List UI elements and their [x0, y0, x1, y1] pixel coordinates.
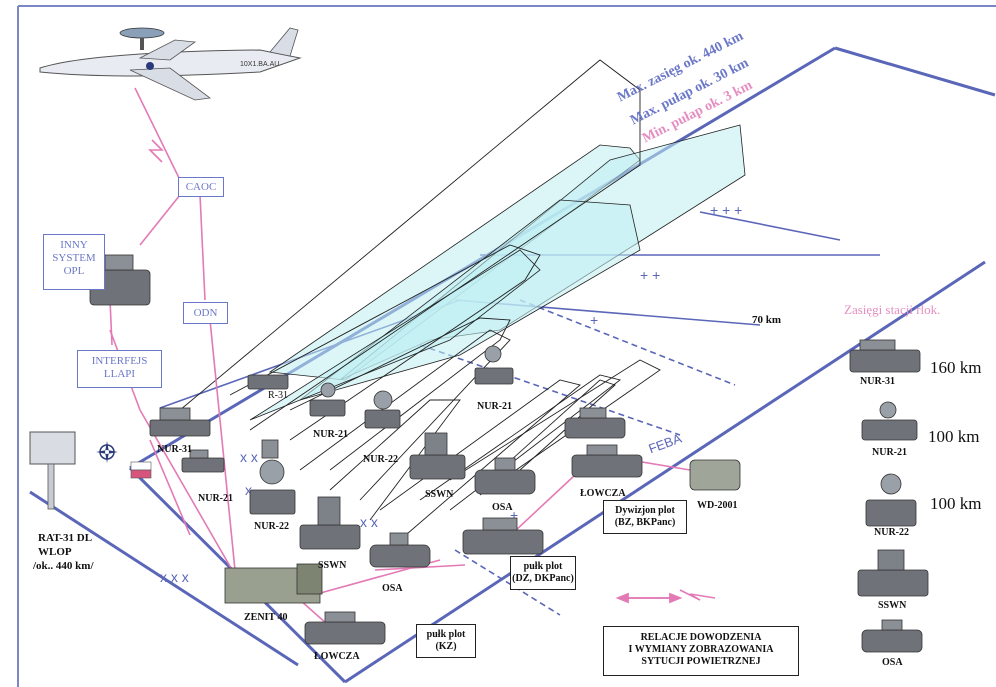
caoc-label: CAOC [186, 181, 217, 193]
legend-name-nur22: NUR-22 [874, 527, 909, 538]
pulk-low-title: pułk plot [417, 629, 475, 641]
vehicle-pulk-mid [463, 518, 543, 554]
legend-name-osa: OSA [882, 657, 903, 668]
legend-link-sample [618, 594, 680, 602]
dywizjon-title: Dywizjon plot [604, 505, 686, 517]
svg-text:+ + +: + + + [710, 202, 742, 218]
vehicle-dywizjon [565, 408, 625, 438]
legend-range-nur21: 100 km [928, 427, 979, 447]
interface-label: INTERFEJS LLAPI [92, 355, 148, 380]
relations-line1: RELACJE DOWODZENIA [604, 632, 798, 644]
relations-line2: I WYMIANY ZOBRAZOWANIA [604, 644, 798, 656]
pulk-mid-box: pułk plot (DZ, DKPanc) [510, 556, 576, 590]
label-nur31: NUR-31 [157, 444, 192, 455]
other-system-node: INNY SYSTEM OPL [43, 234, 105, 290]
legend-name-sswn: SSWN [878, 600, 906, 611]
label-lowcza-low: ŁOWCZA [314, 651, 360, 662]
radar-station-line1: RAT-31 DL [38, 532, 92, 544]
pulk-mid-title: pułk plot [511, 561, 575, 573]
vehicle-r31 [248, 375, 288, 389]
label-wd2001: WD-2001 [697, 500, 738, 511]
pulk-mid-sub: (DZ, DKPanc) [511, 573, 575, 585]
label-sswn-mid: SSWN [425, 489, 453, 500]
odn-label: ODN [194, 307, 218, 319]
label-sswn-low: SSWN [318, 560, 346, 571]
vehicle-nur31 [150, 408, 210, 436]
pulk-low-sub: (KZ) [417, 641, 475, 653]
label-lowcza-mid: ŁOWCZA [580, 488, 626, 499]
legend-range-nur31: 160 km [930, 358, 981, 378]
ranges-legend-title: Zasięgi stacji rlok. [844, 302, 940, 318]
vehicle-lowcza-low [305, 612, 385, 644]
legend-range-nur22: 100 km [930, 494, 981, 514]
dywizjon-box: Dywizjon plot (BZ, BKPanc) [603, 500, 687, 534]
label-osa-low: OSA [382, 583, 403, 594]
vehicle-sswn-mid [410, 433, 465, 479]
vehicle-nur22-tower [262, 440, 278, 458]
svg-text:x x: x x [360, 514, 378, 530]
caoc-node: CAOC [178, 177, 224, 197]
odn-node: ODN [183, 302, 228, 324]
interface-node: INTERFEJS LLAPI [77, 350, 162, 388]
compass-rose-icon [96, 441, 118, 463]
other-system-label: INNY SYSTEM OPL [52, 239, 95, 277]
svg-text:+: + [590, 312, 598, 328]
svg-text:x x: x x [240, 449, 258, 465]
vehicle-osa-low [370, 533, 430, 567]
label-nur21-mid: NUR-21 [313, 429, 348, 440]
vehicle-wd2001 [690, 460, 740, 490]
label-nur22-mid: NUR-22 [363, 454, 398, 465]
vehicle-nur21-top [475, 346, 513, 384]
legend-name-nur31: NUR-31 [860, 376, 895, 387]
relations-legend-box: RELACJE DOWODZENIA I WYMIANY ZOBRAZOWANI… [603, 626, 799, 676]
vehicle-sswn-low [300, 497, 360, 549]
label-nur21-top: NUR-21 [477, 401, 512, 412]
poland-flag-icon [131, 462, 151, 478]
label-r31: R-31 [268, 390, 288, 401]
label-zenit: ZENIT 40 [244, 612, 287, 623]
label-nur22-low: NUR-22 [254, 521, 289, 532]
legend-name-nur21: NUR-21 [872, 447, 907, 458]
distance-marker: 70 km [752, 314, 781, 326]
vehicle-lowcza-mid [572, 445, 642, 477]
svg-text:+ +: + + [640, 267, 660, 283]
svg-text:x x x: x x x [160, 569, 189, 585]
aircraft-tail-number: 10X1.BA.AU [240, 61, 279, 68]
label-nur21-left: NUR-21 [198, 493, 233, 504]
vehicle-nur22-low [250, 460, 295, 514]
radar-station-line2: WLOP [38, 546, 72, 558]
relations-line3: SYTUCJI POWIETRZNEJ [604, 656, 798, 668]
pulk-low-box: pułk plot (KZ) [416, 624, 476, 658]
dywizjon-sub: (BZ, BKPanc) [604, 517, 686, 529]
vehicle-zenit [225, 564, 322, 603]
radar-station-line3: /ok.. 440 km/ [33, 560, 94, 572]
label-osa-mid: OSA [492, 502, 513, 513]
